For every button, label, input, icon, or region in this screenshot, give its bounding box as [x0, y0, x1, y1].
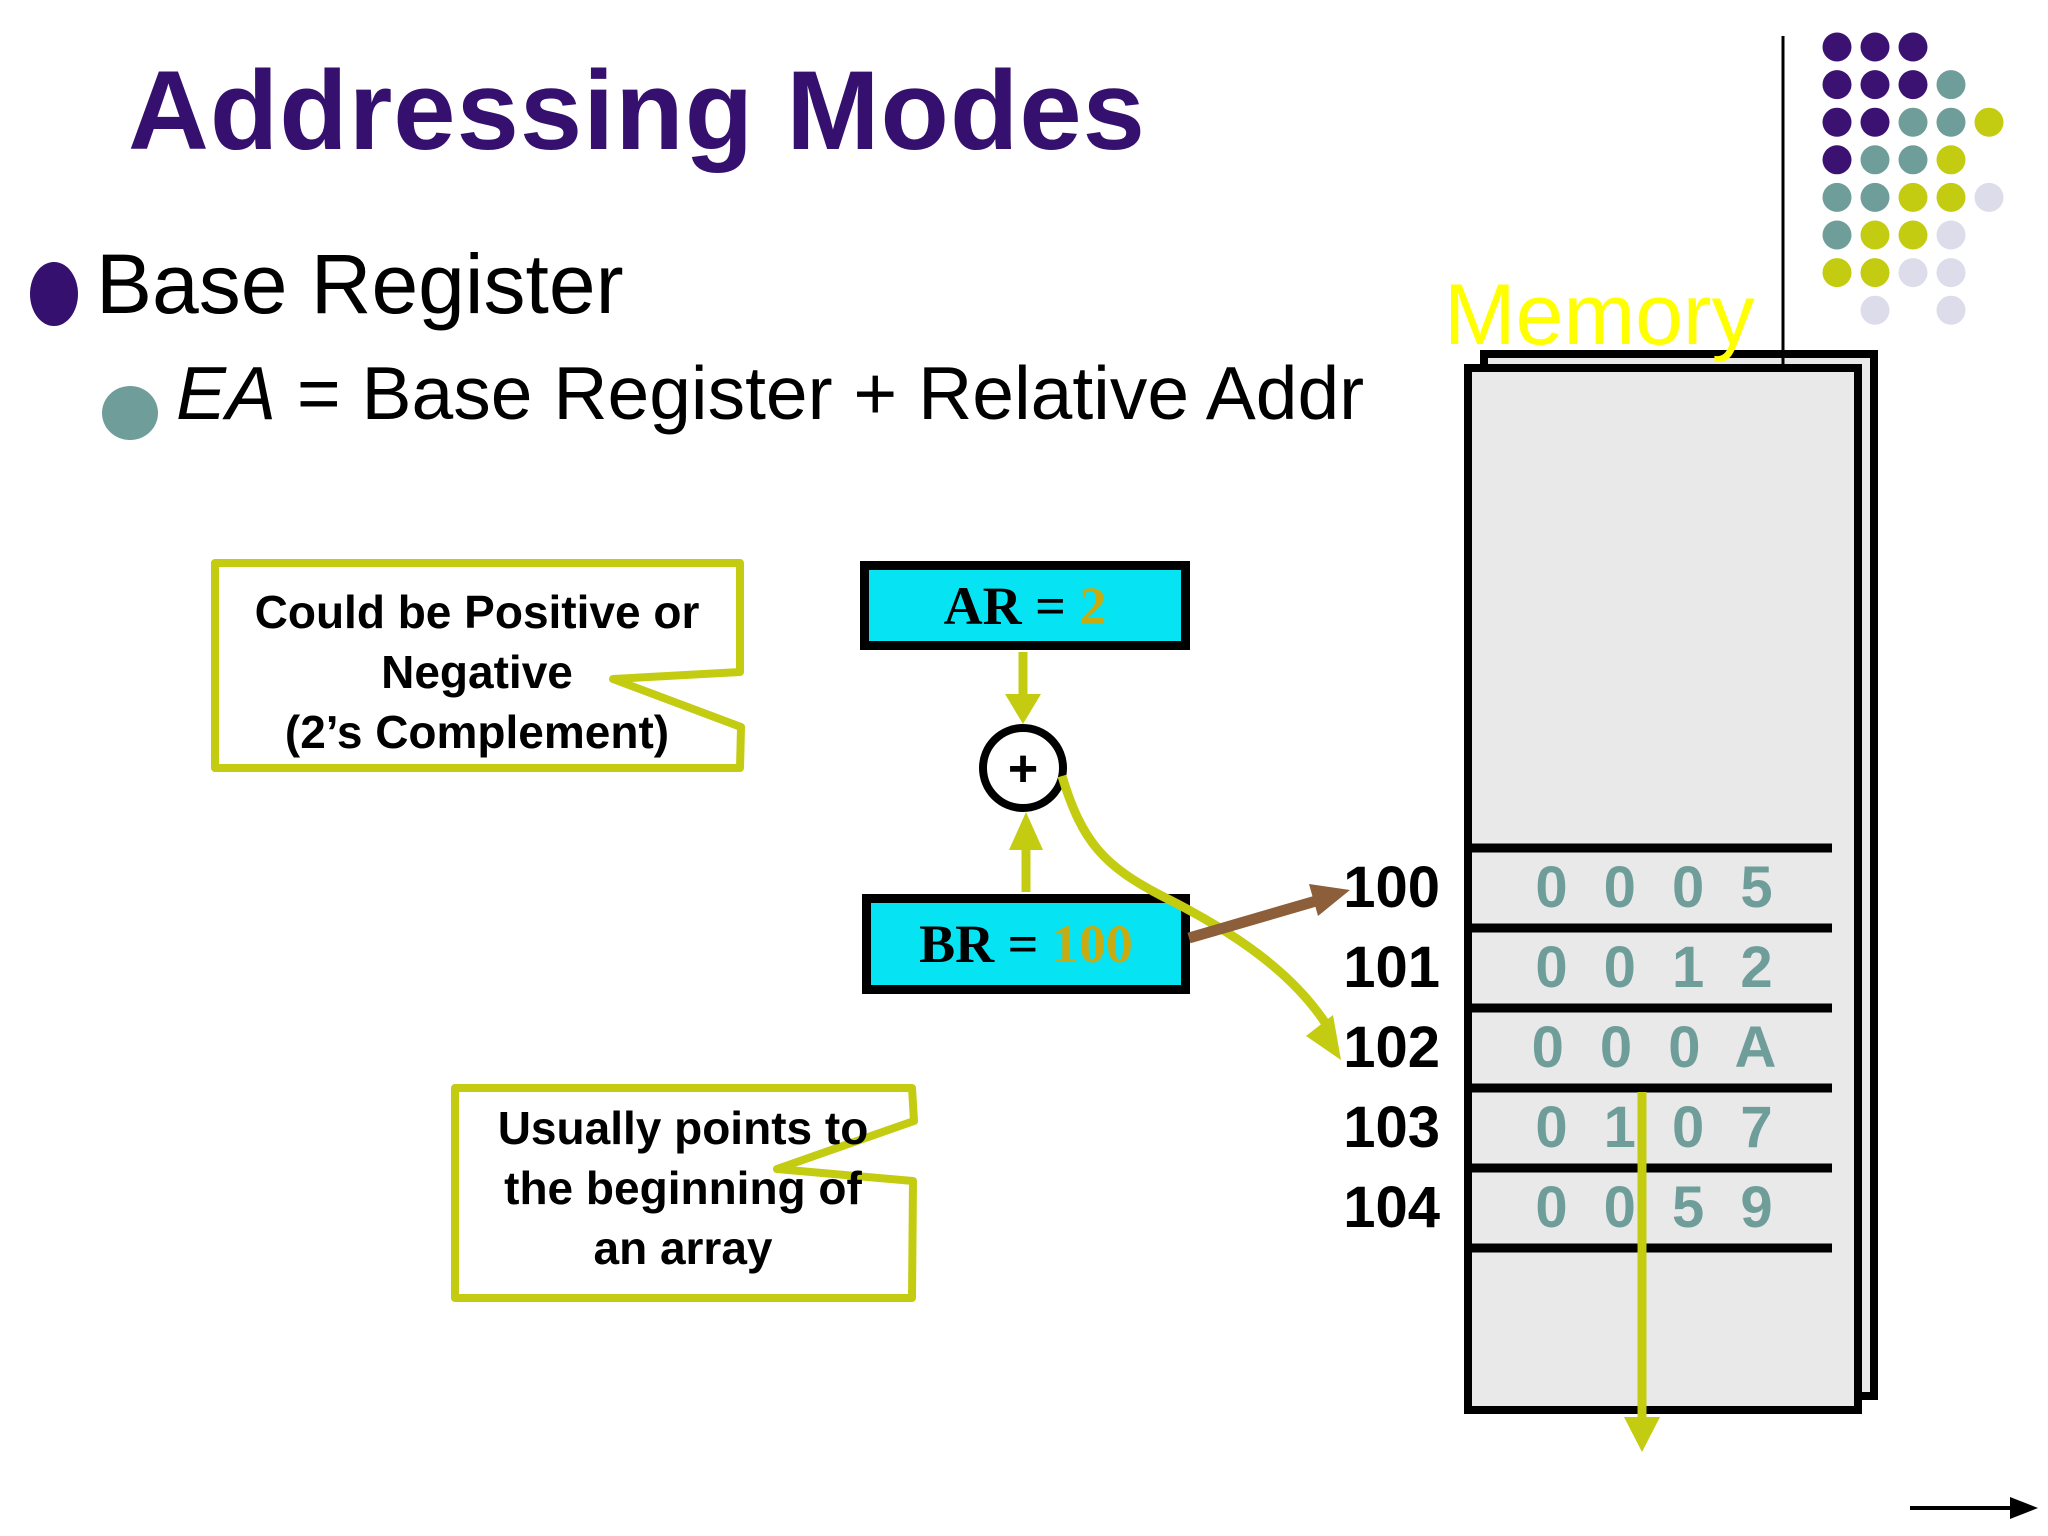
decoration-dot [1822, 70, 1852, 100]
decoration-dot [1936, 295, 1966, 325]
bullet-icon [30, 262, 78, 326]
memory-box [1464, 364, 1862, 1414]
memory-cell-value: 0 0 0 A [1531, 1015, 1787, 1080]
page-title: Addressing Modes [128, 48, 1146, 173]
decoration-dot [1898, 70, 1928, 100]
decoration-dot [1860, 182, 1890, 212]
ar-register-box: AR = 2 [860, 561, 1190, 650]
decoration-dot [1822, 107, 1852, 137]
decoration-dot [1936, 145, 1966, 175]
decoration-dot [1860, 107, 1890, 137]
br-value: 100 [1051, 914, 1133, 974]
ar-to-adder-arrowhead [1005, 694, 1041, 724]
next-slide-arrowhead[interactable] [2010, 1497, 2038, 1519]
sub-bullet-ea-formula: EA = Base Register + Relative Addr [176, 350, 1364, 436]
memory-title: Memory [1444, 267, 1755, 363]
decoration-dot [1936, 182, 1966, 212]
decoration-dot [1974, 107, 2004, 137]
decoration-dot [1898, 182, 1928, 212]
memory-cell-value: 0 1 0 7 [1535, 1095, 1783, 1160]
decoration-dot [1860, 70, 1890, 100]
sub-bullet-icon [102, 386, 158, 440]
memory-cell-value: 0 0 5 9 [1535, 1175, 1783, 1240]
memory-address: 102 [1343, 1015, 1440, 1080]
ar-label: AR = [943, 575, 1080, 636]
decoration-dot [1822, 258, 1852, 288]
ea-formula-rest: = Base Register + Relative Addr [276, 351, 1365, 435]
decoration-dot [1974, 182, 2004, 212]
decoration-dot [1936, 220, 1966, 250]
dot-grid-decoration [1822, 32, 2004, 325]
plus-icon: + [1008, 740, 1038, 798]
memory-address: 100 [1343, 855, 1440, 920]
memory-pointer-arrowhead [1624, 1417, 1660, 1452]
decoration-dot [1822, 182, 1852, 212]
ea-term: EA [176, 351, 277, 435]
decoration-dot [1822, 220, 1852, 250]
adder-circle [979, 724, 1067, 812]
br-to-adder-arrowhead [1009, 812, 1043, 850]
memory-cell-value: 0 0 0 5 [1535, 855, 1783, 920]
decoration-dot [1860, 258, 1890, 288]
decoration-dot [1860, 295, 1890, 325]
callout-positive-text: Could be Positive or Negative (2’s Compl… [254, 586, 700, 758]
callout-array-text: Usually points to the beginning of an ar… [497, 1102, 869, 1274]
decoration-dot [1936, 107, 1966, 137]
decoration-dot [1898, 220, 1928, 250]
ar-value: 2 [1079, 575, 1107, 636]
decoration-dot [1860, 145, 1890, 175]
br-label: BR = [919, 914, 1052, 974]
memory-cell-value: 0 0 1 2 [1535, 935, 1783, 1000]
decoration-dot [1898, 145, 1928, 175]
decoration-dot [1822, 32, 1852, 62]
decoration-dot [1898, 107, 1928, 137]
decoration-dot [1936, 70, 1966, 100]
decoration-dot [1860, 220, 1890, 250]
decoration-dot [1860, 32, 1890, 62]
decoration-dot [1822, 145, 1852, 175]
decoration-dot [1936, 258, 1966, 288]
decoration-dot [1898, 32, 1928, 62]
memory-address: 103 [1343, 1095, 1440, 1160]
memory-address: 101 [1343, 935, 1440, 1000]
decoration-dot [1898, 258, 1928, 288]
br-register-box: BR = 100 [862, 894, 1190, 994]
memory-address: 104 [1343, 1175, 1440, 1240]
bullet-base-register: Base Register [96, 237, 624, 331]
br-to-address100-arrow [1187, 895, 1318, 944]
